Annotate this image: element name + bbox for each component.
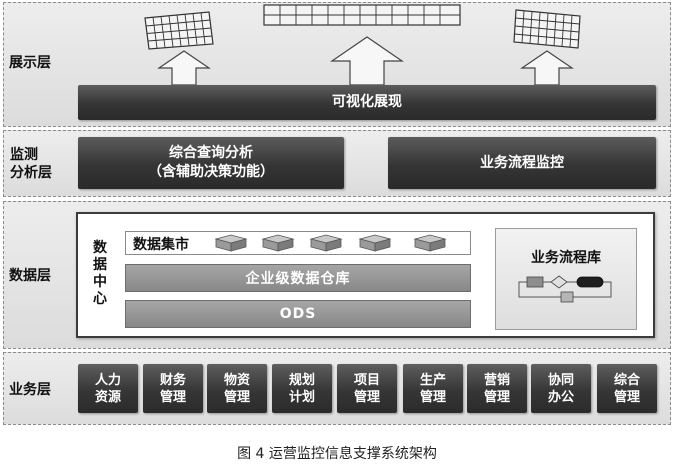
data-mart-bar: 数据集市 (125, 231, 471, 255)
module-production: 生产 管理 (403, 364, 463, 413)
cube-icon (214, 234, 248, 252)
monitor-layer-label: 监测 分析层 (10, 147, 52, 181)
right-screen-grid-icon (513, 9, 581, 49)
left-up-arrow-icon (157, 50, 211, 86)
module-project: 项目 管理 (337, 364, 397, 413)
data-layer-label: 数据层 (9, 268, 51, 284)
enterprise-warehouse-bar: 企业级数据仓库 (125, 264, 471, 292)
module-marketing: 营销 管理 (467, 364, 527, 413)
module-materials: 物资 管理 (207, 364, 267, 413)
query-analysis-box: 综合查询分析 （含辅助决策功能） (78, 137, 344, 189)
right-up-arrow-icon (520, 50, 574, 86)
data-center-label: 数 据 中 心 (93, 240, 107, 307)
module-finance: 财务 管理 (143, 364, 203, 413)
figure-caption: 图 4 运营监控信息支撑系统架构 (237, 446, 437, 462)
data-mart-label: 数据集市 (133, 237, 189, 253)
cube-icon (309, 234, 343, 252)
process-library-label: 业务流程库 (531, 250, 601, 266)
cube-icon (413, 234, 447, 252)
business-layer-label: 业务层 (9, 382, 51, 398)
ods-bar: ODS (125, 300, 471, 328)
visualization-bar: 可视化展现 (78, 85, 656, 120)
module-hr: 人力 资源 (78, 364, 138, 413)
center-screen-grid-icon (263, 4, 461, 26)
flowchart-icon (518, 275, 612, 303)
process-library-box: 业务流程库 (495, 228, 637, 330)
data-center-panel: 数 据 中 心 数据集市 企业级数据仓库 ODS (76, 212, 655, 338)
left-screen-grid-icon (144, 11, 214, 50)
cube-icon (261, 234, 295, 252)
process-monitor-box: 业务流程监控 (388, 137, 656, 189)
module-general: 综合 管理 (597, 364, 657, 413)
module-planning: 规划 计划 (272, 364, 332, 413)
center-up-arrow-icon (330, 36, 404, 86)
module-collaboration: 协同 办公 (531, 364, 591, 413)
display-layer-label: 展示层 (9, 55, 51, 71)
cube-icon (358, 234, 392, 252)
